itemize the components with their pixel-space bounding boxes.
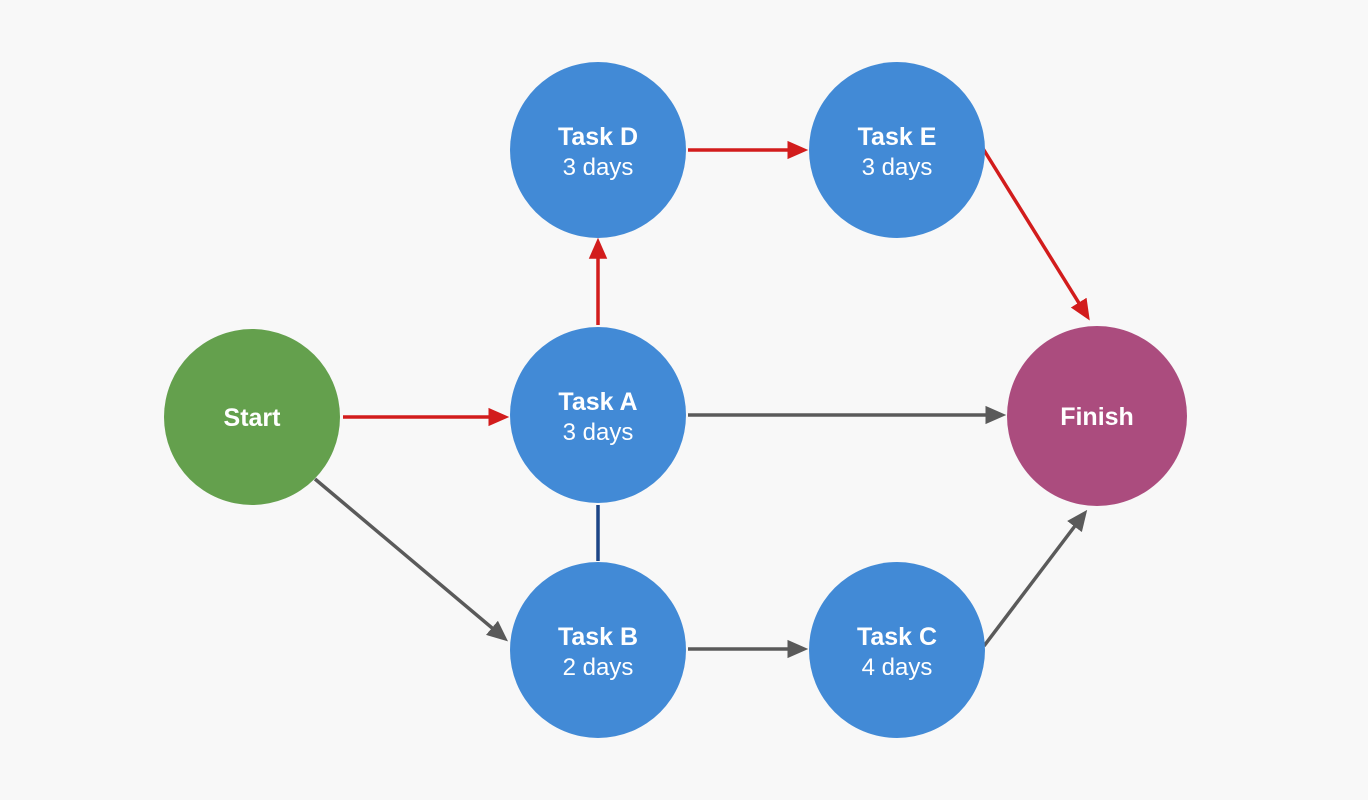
edge-task-c-finish bbox=[982, 509, 1088, 648]
node-duration-label: 4 days bbox=[862, 654, 933, 681]
node-label: Task A bbox=[558, 388, 637, 416]
node-duration-label: 3 days bbox=[563, 419, 634, 446]
node-task-b[interactable]: Task B 2 days bbox=[510, 562, 686, 738]
node-task-c[interactable]: Task C 4 days bbox=[809, 562, 985, 738]
edge-start-task-b bbox=[313, 477, 509, 642]
node-start[interactable]: Start bbox=[164, 329, 340, 505]
node-label: Task D bbox=[558, 123, 638, 151]
node-label: Task B bbox=[558, 623, 638, 651]
node-circle-task-c[interactable] bbox=[809, 562, 985, 738]
node-task-a[interactable]: Task A 3 days bbox=[510, 327, 686, 503]
node-task-d[interactable]: Task D 3 days bbox=[510, 62, 686, 238]
node-circle-finish[interactable] bbox=[1007, 326, 1187, 506]
node-circle-task-a[interactable] bbox=[510, 327, 686, 503]
node-duration-label: 3 days bbox=[563, 154, 634, 181]
node-duration-label: 2 days bbox=[563, 654, 634, 681]
node-finish[interactable]: Finish bbox=[1007, 326, 1187, 506]
node-circle-task-d[interactable] bbox=[510, 62, 686, 238]
node-label: Start bbox=[224, 404, 282, 432]
edge-task-e-finish bbox=[980, 146, 1090, 321]
node-label: Finish bbox=[1060, 403, 1134, 431]
node-circle-task-b[interactable] bbox=[510, 562, 686, 738]
node-task-e[interactable]: Task E 3 days bbox=[809, 62, 985, 238]
node-label: Task E bbox=[858, 123, 937, 151]
node-circle-task-e[interactable] bbox=[809, 62, 985, 238]
node-duration-label: 3 days bbox=[862, 154, 933, 181]
node-label: Task C bbox=[857, 623, 937, 651]
node-circle-start[interactable] bbox=[164, 329, 340, 505]
